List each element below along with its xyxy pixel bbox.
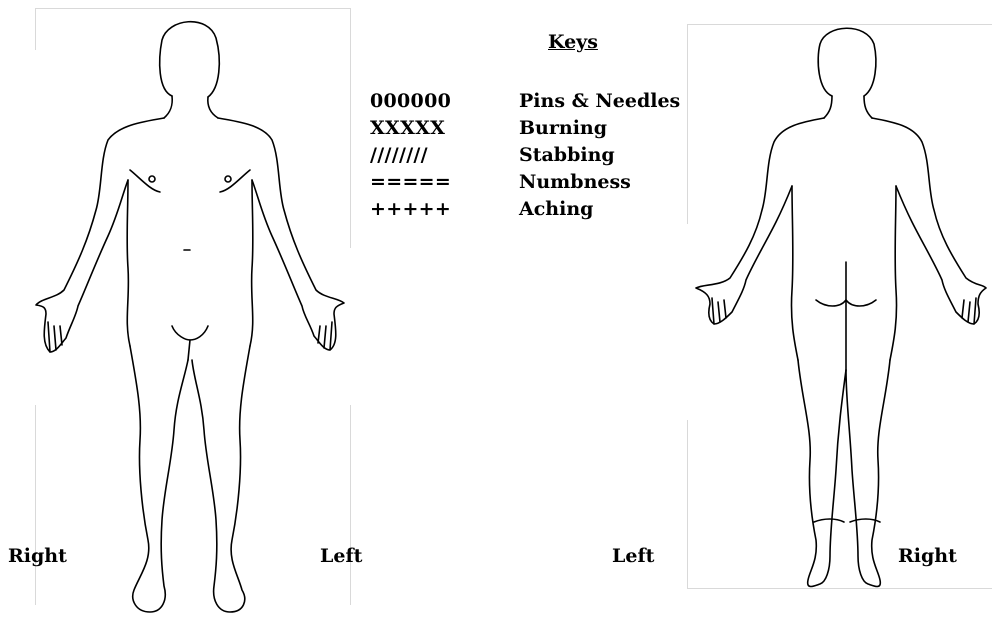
key-label: Burning: [519, 117, 607, 139]
key-label: Pins & Needles: [519, 90, 680, 112]
back-body-figure: [680, 0, 992, 622]
key-symbol: ////////: [370, 144, 519, 166]
back-right-side-label: Right: [898, 545, 957, 567]
key-row-numbness: ===== Numbness: [370, 168, 680, 195]
key-symbol: XXXXX: [370, 117, 519, 139]
key-row-aching: +++++ Aching: [370, 195, 680, 222]
back-left-side-label: Left: [612, 545, 654, 567]
key-row-burning: XXXXX Burning: [370, 114, 680, 141]
key-symbol: +++++: [370, 198, 519, 220]
key-row-stabbing: //////// Stabbing: [370, 141, 680, 168]
key-label: Stabbing: [519, 144, 615, 166]
front-right-side-label: Right: [8, 545, 67, 567]
key-label: Aching: [519, 198, 593, 220]
key-label: Numbness: [519, 171, 631, 193]
front-left-side-label: Left: [320, 545, 362, 567]
keys-legend: 000000 Pins & Needles XXXXX Burning ////…: [370, 87, 680, 222]
keys-title: Keys: [548, 31, 598, 53]
front-body-figure: [0, 0, 400, 622]
key-symbol: 000000: [370, 90, 519, 112]
key-symbol: =====: [370, 171, 519, 193]
key-row-pins-needles: 000000 Pins & Needles: [370, 87, 680, 114]
